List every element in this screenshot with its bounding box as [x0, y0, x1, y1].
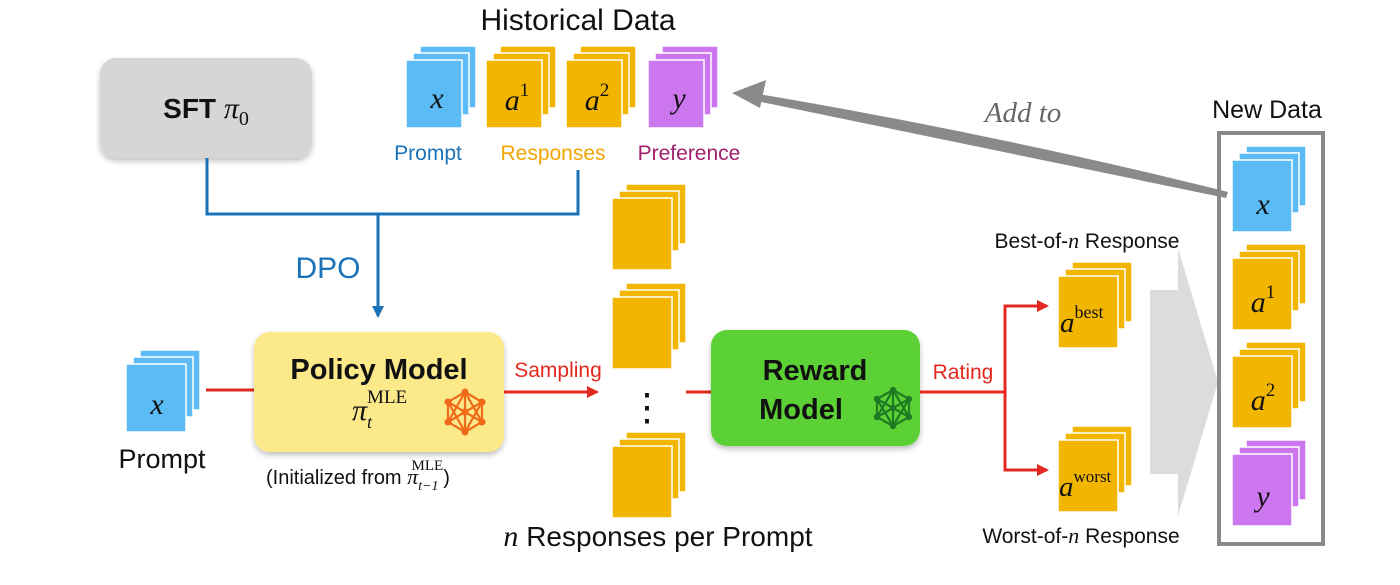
new-data-a2-sup: 2	[1266, 380, 1276, 401]
new-data-prompt-stack: x	[1231, 145, 1307, 233]
sft-label: SFT	[163, 93, 216, 124]
dpo-label: DPO	[295, 252, 360, 285]
historical-prompt-stack: x	[405, 45, 477, 129]
response-stack-1	[611, 183, 687, 271]
historical-data-title: Historical Data	[480, 4, 675, 37]
sampling-label: Sampling	[514, 359, 602, 382]
worst-label-n: n	[1068, 523, 1079, 548]
policy-init-subscript: t−1	[418, 479, 438, 494]
add-to-arrowhead	[732, 80, 766, 108]
svg-text:SFT π0: SFT π0	[163, 92, 249, 130]
prompt-input-label: Prompt	[118, 444, 206, 474]
dpo-connector-line	[205, 158, 580, 216]
new-data-a2-base: a	[1251, 384, 1266, 417]
policy-neural-network-icon	[444, 388, 486, 436]
policy-init-prefix: (Initialized from	[266, 467, 407, 489]
policy-superscript: MLE	[367, 387, 407, 408]
response-stack-2	[611, 282, 687, 370]
responses-caption-n: n	[503, 520, 518, 553]
response-stack-3	[611, 431, 687, 519]
historical-response-a2-stack: a2	[565, 45, 637, 129]
best-label-n: n	[1068, 228, 1079, 253]
prompt-input-card-x: x	[149, 388, 164, 421]
historical-card-a2-sup: 2	[600, 80, 610, 101]
historical-card-y: y	[669, 82, 686, 115]
responses-caption-rest: Responses per Prompt	[518, 521, 812, 552]
sft-box: SFT π0	[100, 58, 312, 158]
best-label-suffix: Response	[1079, 230, 1179, 253]
historical-card-x: x	[429, 82, 444, 115]
historical-card-a1-base: a	[505, 84, 520, 117]
reward-model-line1: Reward	[763, 355, 868, 387]
new-data-preference-stack: y	[1231, 439, 1307, 527]
policy-init-symbol: π	[407, 464, 419, 489]
svg-text:a1: a1	[505, 80, 530, 117]
prompt-input-stack: x	[125, 349, 201, 433]
rating-branch-down	[1003, 392, 1049, 476]
historical-response-a1-stack: a1	[485, 45, 557, 129]
svg-text:a2: a2	[585, 80, 610, 117]
best-sup: best	[1075, 302, 1104, 322]
worst-base: a	[1059, 471, 1074, 503]
new-data-a1-stack: a1	[1231, 243, 1307, 331]
worst-label-suffix: Response	[1079, 525, 1179, 548]
add-to-arrow	[736, 92, 1228, 198]
historical-card-a1-sup: 1	[520, 80, 530, 101]
sft-subscript: 0	[239, 108, 249, 130]
svg-text:aworst: aworst	[1059, 467, 1112, 503]
policy-model-box: Policy Model πt MLE	[254, 332, 504, 452]
reward-model-line2: Model	[759, 394, 843, 426]
merge-chevron-arrow	[1150, 248, 1218, 516]
historical-label-prompt: Prompt	[394, 142, 462, 165]
historical-card-a2-base: a	[585, 84, 600, 117]
best-response-stack: abest	[1057, 261, 1133, 349]
worst-sup: worst	[1074, 467, 1112, 486]
new-data-a1-base: a	[1251, 286, 1266, 319]
reward-model-box: Reward Model	[711, 330, 920, 446]
best-label-prefix: Best-of-	[995, 230, 1069, 253]
svg-text:(Initialized from πt−1MLE): (Initialized from πt−1 MLE)	[266, 458, 450, 494]
historical-label-responses: Responses	[500, 142, 605, 165]
reward-neural-network-icon	[873, 386, 913, 430]
responses-ellipsis: ⋮	[628, 387, 666, 429]
policy-subscript: t	[367, 412, 373, 432]
add-to-label: Add to	[983, 97, 1062, 129]
historical-preference-stack: y	[647, 45, 719, 129]
policy-init-suffix: )	[443, 467, 450, 489]
new-data-card-y: y	[1253, 480, 1270, 513]
policy-init-superscript: MLE	[412, 458, 444, 474]
sft-symbol: π	[224, 92, 240, 125]
new-data-title: New Data	[1212, 96, 1322, 124]
historical-label-preference: Preference	[638, 142, 741, 165]
best-base: a	[1060, 307, 1075, 339]
rating-branch-up	[1003, 300, 1049, 392]
policy-model-title: Policy Model	[290, 354, 467, 386]
worst-label-prefix: Worst-of-	[982, 525, 1068, 548]
policy-symbol: π	[352, 394, 368, 427]
new-data-frame	[1217, 131, 1325, 546]
svg-text:Worst-of-n Response: Worst-of-n Response	[982, 523, 1179, 548]
worst-response-stack: aworst	[1057, 425, 1133, 513]
svg-text:abest: abest	[1060, 302, 1104, 339]
svg-text:Best-of-n Response: Best-of-n Response	[995, 228, 1180, 253]
svg-text:a2: a2	[1251, 380, 1276, 417]
new-data-card-x: x	[1255, 188, 1270, 221]
svg-text:a1: a1	[1251, 282, 1276, 319]
new-data-a1-sup: 1	[1266, 282, 1276, 303]
rating-label: Rating	[933, 361, 994, 384]
new-data-a2-stack: a2	[1231, 341, 1307, 429]
svg-text:n Responses per Prompt: n Responses per Prompt	[503, 520, 812, 553]
svg-text:πtMLE: πt MLE	[352, 387, 407, 432]
